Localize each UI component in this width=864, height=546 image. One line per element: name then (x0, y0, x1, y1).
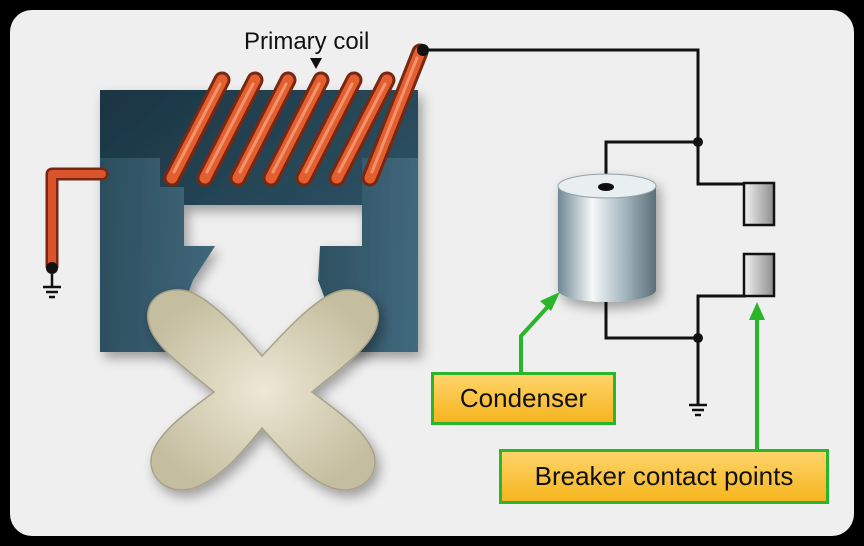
coil-label-pointer (310, 58, 322, 69)
primary-coil (163, 43, 429, 187)
condenser-callout: Condenser (431, 372, 616, 425)
breaker-points-pointer (749, 302, 765, 449)
breaker-points-callout: Breaker contact points (499, 449, 829, 504)
coil-terminal (417, 44, 429, 56)
rotating-magnet (147, 289, 379, 491)
primary-coil-label: Primary coil (244, 28, 370, 55)
breaker-points (742, 181, 776, 298)
condenser-capacitor (557, 173, 657, 302)
ground-symbol-right (689, 403, 707, 417)
condenser-pointer (519, 292, 560, 372)
circuit-wires (428, 48, 746, 404)
ground-symbol-left (43, 274, 61, 299)
